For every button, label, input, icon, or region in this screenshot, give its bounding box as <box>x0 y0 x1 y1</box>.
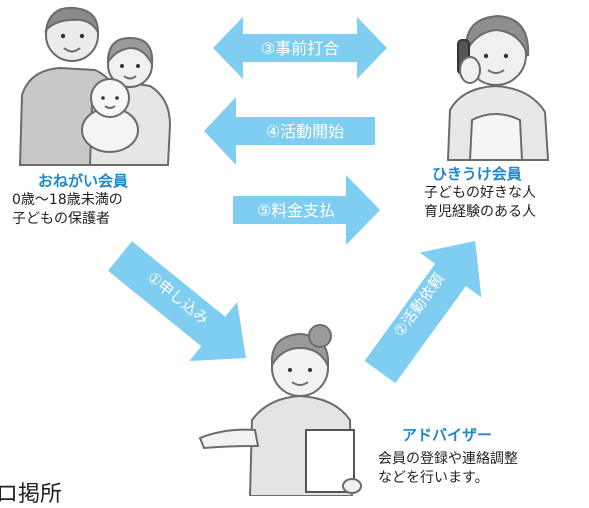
parents-with-baby-illustration <box>18 6 172 166</box>
step2-arrow <box>364 240 482 384</box>
helper-description: 子どもの好きな人 育児経験のある人 <box>424 184 536 222</box>
step3-label: ③事前打合 <box>261 39 339 58</box>
step4-arrow <box>204 97 375 165</box>
advisor-desc-line-1: 会員の登録や連絡調整 <box>378 451 518 467</box>
step5-arrow <box>233 175 380 245</box>
step3-arrow <box>213 17 387 79</box>
step1-arrow <box>108 241 246 362</box>
helper-on-phone-illustration <box>446 14 550 161</box>
step4-label: ④活動開始 <box>266 122 344 141</box>
helper-title: ひきうけ会員 <box>432 165 522 183</box>
helper-desc-line-1: 子どもの好きな人 <box>424 185 536 201</box>
requester-title: おねがい会員 <box>38 172 129 190</box>
advisor-illustration <box>198 324 362 496</box>
advisor-title: アドバイザー <box>402 426 493 444</box>
helper-desc-line-2: 育児経験のある人 <box>424 204 536 220</box>
step5-label: ⑤料金支払 <box>257 201 335 220</box>
requester-description: 0歳〜18歳未満の 子どもの保護者 <box>12 191 123 229</box>
advisor-description: 会員の登録や連絡調整 などを行います。 <box>378 450 518 488</box>
footer-text-fragment: ロ掲所 <box>0 482 63 507</box>
requester-desc-line-2: 子どもの保護者 <box>12 211 110 227</box>
advisor-desc-line-2: などを行います。 <box>378 470 489 486</box>
requester-desc-line-1: 0歳〜18歳未満の <box>12 192 123 208</box>
